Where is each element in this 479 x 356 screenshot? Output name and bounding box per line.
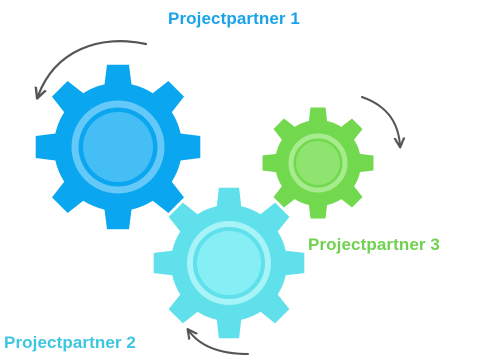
rotation-arrow-partner-3 [361,96,400,145]
rotation-arrow-partner-1 [38,40,148,96]
gear-partner-2-hub [197,231,261,295]
rotation-arrow-partner-2 [189,331,249,355]
gear-partner-1-ring [71,100,165,194]
gear-partner-2-ring [187,221,271,305]
gear-partner-3-hub [296,141,340,185]
projectpartner-1-label: Projectpartner 1 [168,9,300,28]
gear-partner-3-ring [288,133,348,193]
gear-partner-1-hub [83,112,153,182]
gear-partner-3 [262,107,374,219]
gear-partner-2 [153,187,305,339]
projectpartner-2-label: Projectpartner 2 [4,333,136,352]
gear-partner-1 [35,64,201,230]
projectpartner-3-label: Projectpartner 3 [308,235,440,254]
